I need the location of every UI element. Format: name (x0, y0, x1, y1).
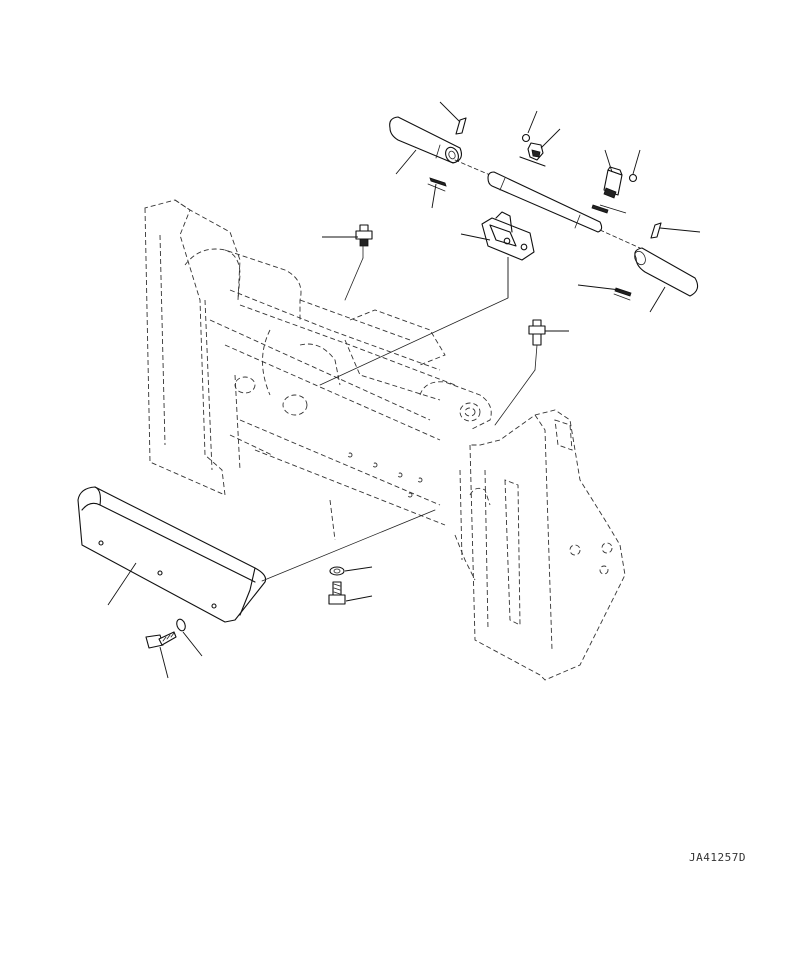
grease-fitting-top (527, 142, 544, 161)
shim-upper-left (427, 177, 447, 192)
bolt-center (328, 581, 346, 605)
loader-frame-outline (144, 199, 626, 681)
lower-right-pin (634, 247, 699, 297)
mounting-bracket (481, 211, 535, 261)
o-ring-top (521, 133, 531, 143)
reference-lines (261, 245, 538, 582)
o-ring-right (628, 173, 638, 183)
grease-fitting-left (355, 224, 373, 247)
washer-lower-left (176, 618, 186, 632)
leader-lines (107, 101, 701, 679)
grease-fitting-right (603, 166, 623, 199)
drawing-code-label: JA41257D (689, 851, 746, 864)
washer-center (329, 566, 345, 576)
bolt-lower-left (145, 631, 177, 649)
cover-plate (77, 486, 267, 623)
upper-left-pin (389, 116, 462, 164)
shim-mid (591, 204, 609, 214)
small-pin-top (455, 117, 467, 135)
grease-fitting-center (528, 319, 546, 346)
hinge-shaft (454, 159, 641, 249)
small-pin-right (650, 222, 662, 239)
shim-top-right (519, 156, 546, 167)
